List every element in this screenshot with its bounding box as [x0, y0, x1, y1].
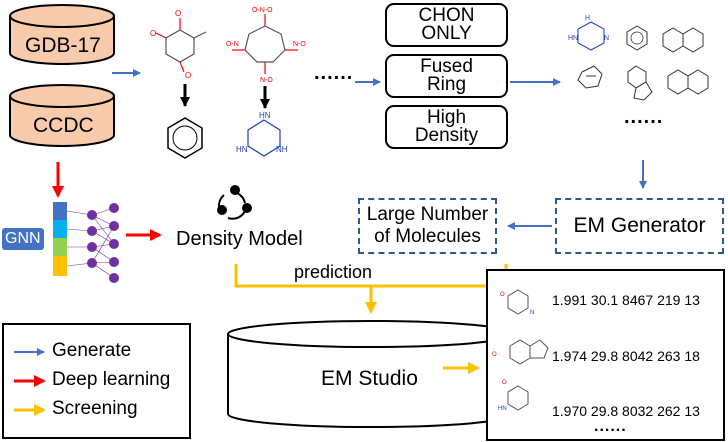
svg-text:N: N — [604, 35, 609, 42]
svg-text:HN: HN — [259, 111, 271, 120]
benzene-icon — [626, 25, 648, 51]
nitro-aromatic-molecule-icon: O O O — [150, 9, 207, 80]
legend-screening-label: Screening — [52, 398, 138, 419]
legend-generate-label: Generate — [52, 340, 132, 361]
naphthalene-icon — [662, 27, 704, 53]
result-molecule-icon: O N — [500, 289, 534, 316]
svg-text:O: O — [492, 352, 497, 358]
svg-text:N: N — [530, 310, 534, 316]
filter-fused-line1: Fused — [420, 56, 473, 77]
result-row-1: 1.991 30.1 8467 219 13 — [552, 292, 700, 308]
svg-text:N-O: N-O — [260, 77, 273, 84]
svg-text:N-O: N-O — [293, 41, 306, 48]
filter-chon-line2: ONLY — [421, 23, 472, 44]
gnn-label: GNN — [2, 228, 44, 250]
svg-text:O: O — [175, 9, 181, 18]
fused-ring-icon — [667, 69, 709, 95]
filter-density-line2: Density — [414, 125, 479, 146]
em-generator-label: EM Generator — [573, 214, 706, 237]
result-molecule-icon: O HN — [498, 380, 529, 412]
density-model-label: Density Model — [176, 228, 303, 250]
em-studio-label: EM Studio — [321, 367, 418, 390]
fused-ring-icon — [577, 65, 603, 89]
prediction-label: prediction — [294, 262, 373, 282]
database-icon — [9, 84, 115, 147]
triazine-ring-icon: HN HN NH — [236, 111, 288, 157]
neural-network-icon — [53, 202, 119, 283]
svg-text:O: O — [150, 29, 156, 38]
svg-text:O-N-O: O-N-O — [252, 7, 273, 14]
result-molecule-icon: O — [492, 339, 549, 365]
database-gdb17-label: GDB-17 — [25, 34, 101, 57]
results-box — [486, 269, 725, 441]
filter-chon-line1: CHON — [418, 5, 475, 26]
database-icon — [9, 4, 115, 65]
filter-fused-line2: Ring — [426, 74, 467, 95]
svg-text:HN: HN — [236, 145, 248, 154]
database-icon — [227, 320, 515, 428]
filter-density-line1: High — [426, 107, 467, 128]
legend-deep-learning-label: Deep learning — [52, 369, 171, 390]
result-row-3: 1.970 29.8 8032 262 13 — [552, 403, 700, 419]
ellipsis-right: ...... — [624, 106, 664, 128]
svg-text:HN: HN — [498, 406, 507, 412]
database-ccdc-label: CCDC — [33, 114, 94, 137]
ellipsis-middle: ...... — [314, 62, 354, 84]
svg-text:O-N: O-N — [226, 41, 239, 48]
svg-text:O: O — [185, 71, 191, 80]
cycle-icon — [217, 185, 252, 220]
svg-text:H: H — [585, 15, 590, 22]
svg-text:O: O — [502, 380, 507, 386]
em-generator-box: EM Generator — [555, 198, 724, 254]
svg-text:HN: HN — [568, 35, 578, 42]
ellipsis-bottom: ...... — [594, 418, 627, 435]
large-number-line2: of Molecules — [374, 226, 481, 247]
benzene-icon — [167, 117, 203, 159]
nitramine-molecule-icon: O-N-O N-O O-N N-O — [226, 7, 306, 84]
large-number-line1: Large Number — [366, 204, 489, 225]
svg-text:O: O — [500, 292, 505, 298]
result-row-2: 1.974 29.8 8042 263 18 — [552, 348, 700, 364]
fused-ring-icon — [627, 65, 653, 101]
triazine-ring-icon: H HN N — [568, 15, 609, 51]
svg-text:NH: NH — [276, 145, 288, 154]
